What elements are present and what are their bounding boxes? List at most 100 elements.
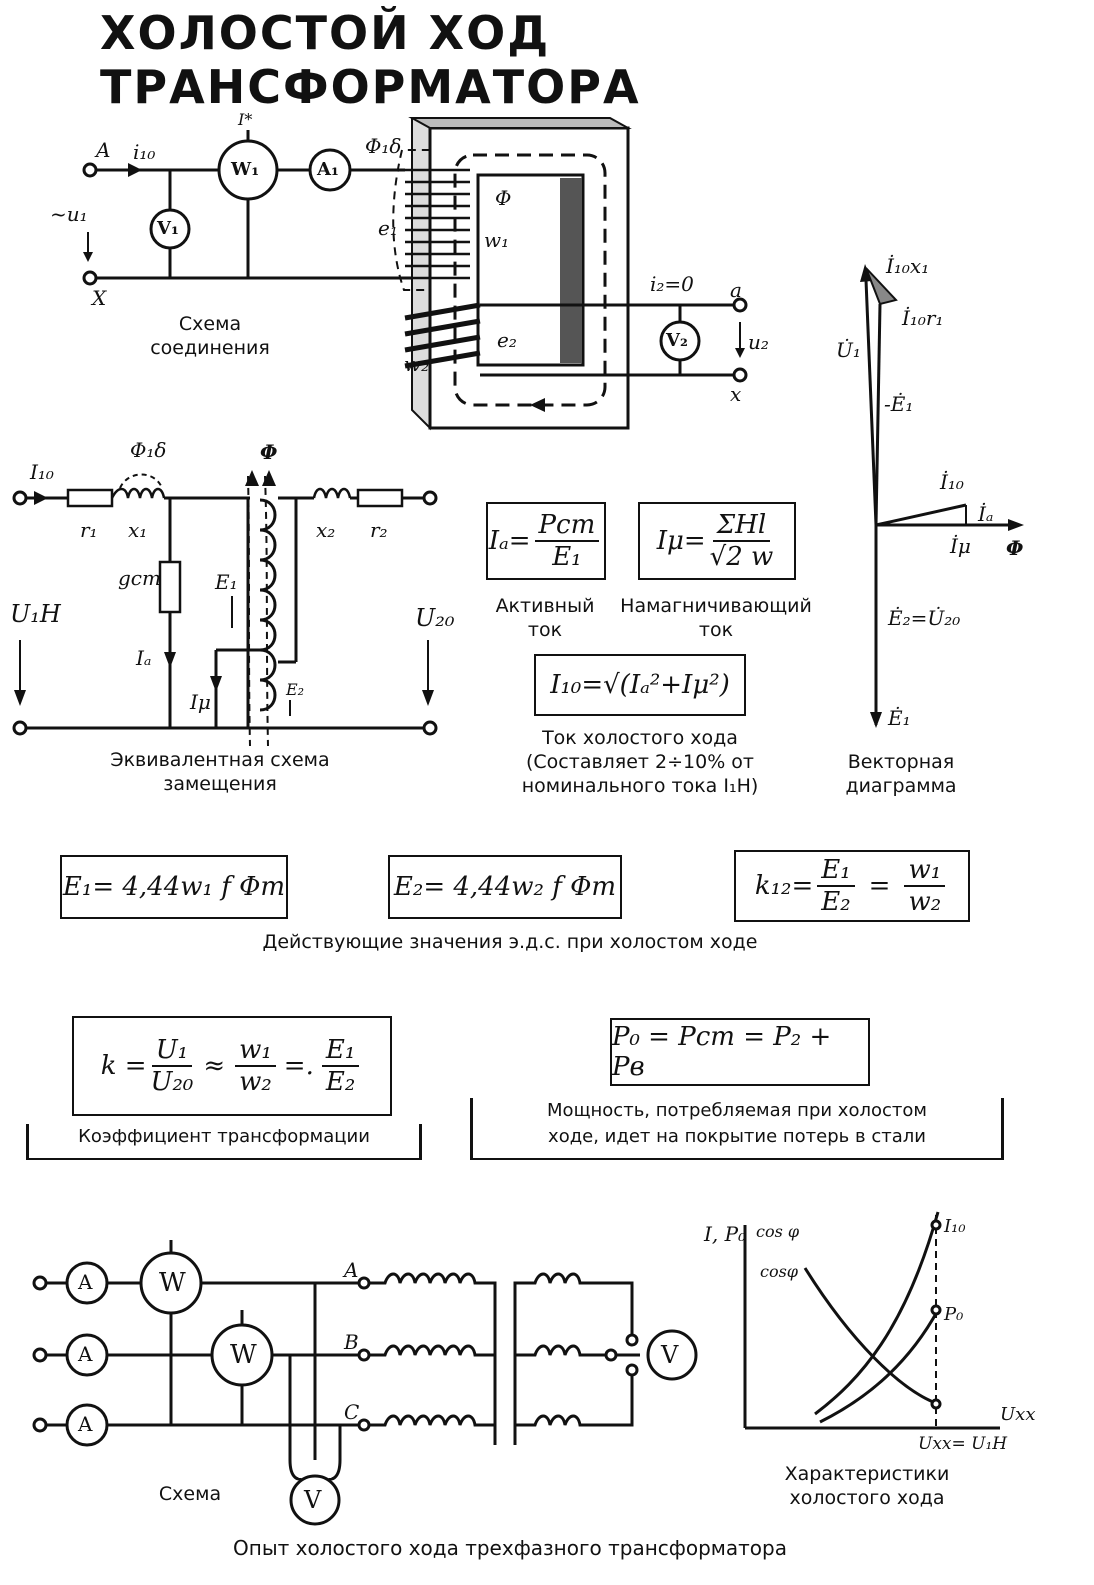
char-y-label: I, P₀ (704, 1222, 747, 1246)
terminal-x-label: x (730, 382, 742, 406)
formula-ia-num: Pст (534, 510, 600, 542)
three-phase-bottom-caption: Опыт холостого хода трехфазного трансфор… (233, 1536, 787, 1560)
voltmeter-v1-label: V₁ (157, 218, 179, 239)
char-cosphi-top-label: cos φ (756, 1222, 800, 1241)
voltage-u1-label: ~u₁ (50, 202, 88, 226)
eq-r1-label: r₁ (80, 518, 98, 542)
formula-k-approx: ≈ (203, 1051, 226, 1081)
phase-C-label: C (344, 1400, 360, 1424)
formula-k-den2: w₂ (239, 1067, 272, 1097)
eq-gst-label: gст (118, 566, 161, 590)
voltmeter-v1 (149, 208, 191, 250)
ammeter-c-phase (65, 1403, 109, 1447)
formula-e2: E₂= 4,44w₂ f Φm (388, 855, 622, 919)
formula-k-den3: E₂ (325, 1067, 356, 1097)
flux-label: Φ (495, 186, 512, 210)
eq-x2-label: x₂ (316, 518, 336, 542)
eq-u1h-label: U₁H (10, 600, 61, 628)
char-p0-label: P₀ (944, 1304, 964, 1325)
vec-minus-e1-label: -Ė₁ (884, 392, 914, 416)
formula-imu-lhs: Iμ= (656, 526, 706, 556)
wattmeter-label-2: W (230, 1340, 257, 1370)
three-phase-scheme (32, 1240, 698, 1526)
ia-caption-line1: Активный (495, 595, 595, 617)
eq-caption-line2: замещения (163, 773, 277, 795)
three-phase-scheme-caption: Схема (158, 1483, 222, 1505)
schematic-caption-line1: Схема (178, 313, 242, 335)
terminal-A-label: A (96, 138, 111, 162)
ia-caption-line2: ток (527, 619, 563, 641)
eq-caption-line1: Эквивалентная схема (110, 749, 330, 771)
terminal-a-label: a (730, 278, 742, 302)
formula-e1: E₁= 4,44w₁ f Φm (60, 855, 288, 919)
voltmeter-v2-label: V₂ (666, 330, 688, 351)
k-caption: Коэффициент трансформации (26, 1124, 422, 1160)
eq-caption: Эквивалентная схема замещения (90, 748, 350, 796)
imu-caption-line2: ток (698, 619, 734, 641)
ammeter-label-1: A (78, 1270, 93, 1294)
eq-phi-label: Φ (260, 440, 278, 464)
wattmeter-label-1: W (159, 1268, 186, 1298)
current-i2-label: i₂=0 (650, 272, 694, 296)
formula-i10: I₁₀=√(Iₐ²+Iμ²) (534, 654, 746, 716)
eq-u20-label: U₂₀ (415, 604, 455, 632)
formula-ia-den: E₁ (552, 542, 582, 572)
char-i10-label: I₁₀ (944, 1216, 966, 1237)
p0-caption-line1: Мощность, потребляемая при холостом (547, 1100, 927, 1121)
formula-p0: P₀ = Pст = P₂ + Pв (610, 1018, 870, 1086)
i10-caption-line1: Ток холостого хода (542, 727, 738, 749)
wattmeter-w1-label: W₁ (231, 159, 260, 180)
vec-imu-label: İμ (950, 534, 971, 558)
formula-ia-lhs: Iₐ= (488, 526, 531, 556)
voltage-u2-label: u₂ (748, 330, 769, 354)
vec-i10x1-label: İ₁₀x₁ (886, 254, 930, 278)
vec-ia-label: İₐ (978, 502, 994, 526)
ammeter-label-2: A (78, 1342, 93, 1366)
char-x-label: Uxx (1000, 1404, 1036, 1425)
char-cosphi-label: cosφ (760, 1262, 799, 1281)
vec-i10r1-label: İ₁₀r₁ (902, 306, 944, 330)
voltmeter-v2 (659, 320, 701, 362)
terminal-X-label: X (92, 286, 107, 310)
equivalent-circuit (12, 470, 438, 747)
emf-caption: Действующие значения э.д.с. при холостом… (262, 931, 758, 953)
vec-caption-line1: Векторная (847, 751, 955, 773)
current-i10-label: i₁₀ (133, 140, 156, 164)
vector-diagram (860, 264, 1024, 728)
eq-r2-label: r₂ (370, 518, 388, 542)
char-caption: Характеристики холостого хода (772, 1462, 962, 1510)
vec-e1-label: Ė₁ (888, 706, 911, 730)
ammeter-label-3: A (78, 1412, 93, 1436)
voltmeter-phase (646, 1329, 698, 1381)
char-xmark-label: Uxx= U₁H (918, 1434, 1008, 1454)
formula-k-num2: w₁ (235, 1035, 276, 1067)
imu-caption: Намагничивающий ток (614, 594, 818, 642)
vec-e2u20-label: Ė₂=U̇₂₀ (888, 606, 961, 630)
formula-imu-den: √2 w (709, 542, 774, 572)
formula-imu-num: ΣHl (712, 510, 771, 542)
vec-caption-line2: диаграмма (845, 775, 957, 797)
winding-w1-label: w₁ (484, 228, 510, 252)
ia-caption: Активный ток (480, 594, 610, 642)
vec-phi-label: Φ (1006, 536, 1024, 560)
i10-caption-line2: (Составляет 2÷10% от (526, 751, 754, 773)
page-title: ХОЛОСТОЙ ХОД ТРАНСФОРМАТОРА (100, 6, 641, 114)
eq-i10-label: I₁₀ (30, 460, 54, 484)
formula-k12-eq: = (868, 871, 891, 901)
p0-caption: Мощность, потребляемая при холостом ходе… (470, 1098, 1004, 1160)
phase-B-label: B (344, 1330, 359, 1354)
vec-u1-label: U̇₁ (836, 338, 861, 362)
imu-caption-line1: Намагничивающий (620, 595, 812, 617)
char-caption-line2: холостого хода (789, 1487, 945, 1509)
vec-i10-label: İ₁₀ (940, 470, 964, 494)
formula-k-den1: U₂₀ (150, 1067, 194, 1097)
eq-phi1s-label: Φ₁δ (130, 438, 167, 462)
eq-imu-label: Iμ (190, 690, 211, 714)
winding-w2-label: w₂ (404, 352, 430, 376)
formula-k-lhs: k = (100, 1051, 147, 1081)
i10-caption: Ток холостого хода (Составляет 2÷10% от … (490, 726, 790, 798)
